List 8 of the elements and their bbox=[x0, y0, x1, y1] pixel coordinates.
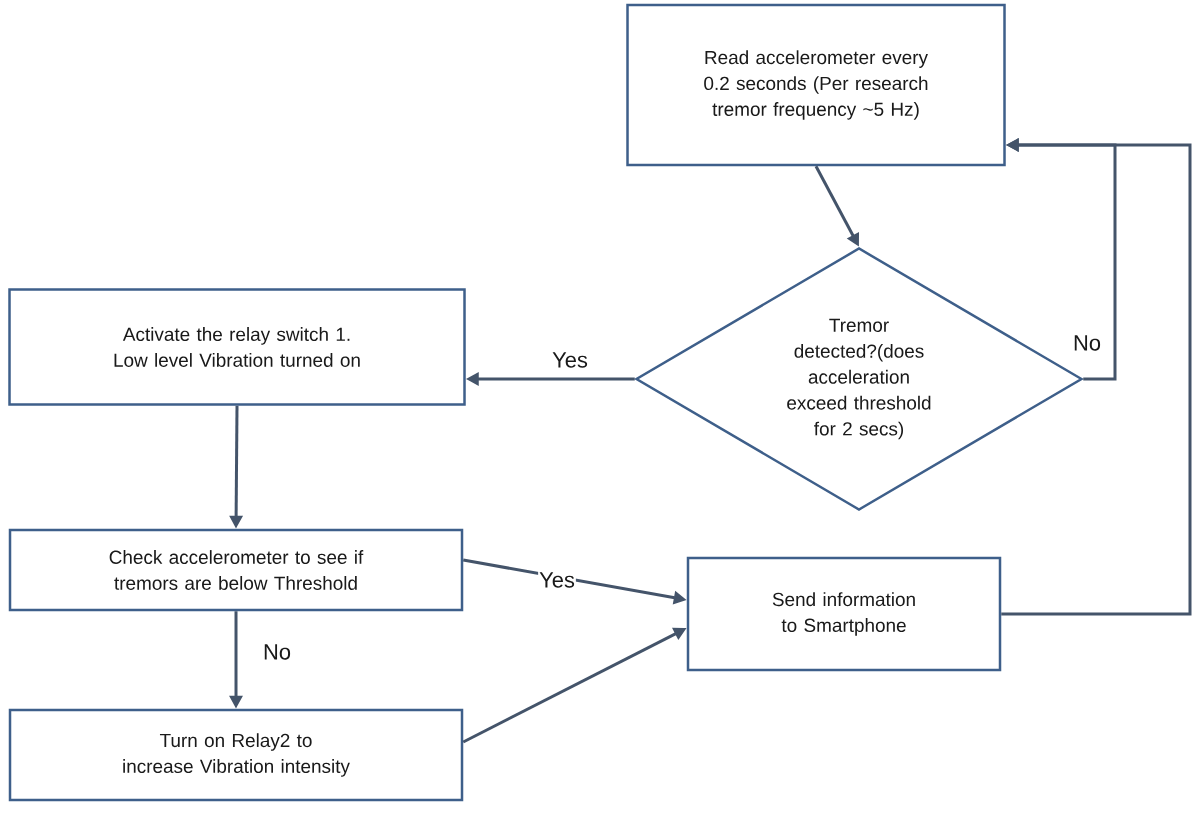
process-box: Check accelerometer to see if tremors are below Threshold bbox=[8, 528, 464, 612]
edge-label: Yes bbox=[551, 351, 589, 369]
process-box: Activate the relay switch 1. Low level Vibration turned on bbox=[8, 288, 466, 406]
process-box: Send information to Smartphone bbox=[686, 556, 1002, 672]
edge-label: No bbox=[262, 643, 292, 661]
process-box: Turn on Relay2 to increase Vibration intensity bbox=[8, 708, 464, 802]
process-box: Read accelerometer every 0.2 seconds (Per research tremor frequency ~5 Hz) bbox=[626, 3, 1006, 167]
edge-label: Yes bbox=[538, 571, 576, 589]
